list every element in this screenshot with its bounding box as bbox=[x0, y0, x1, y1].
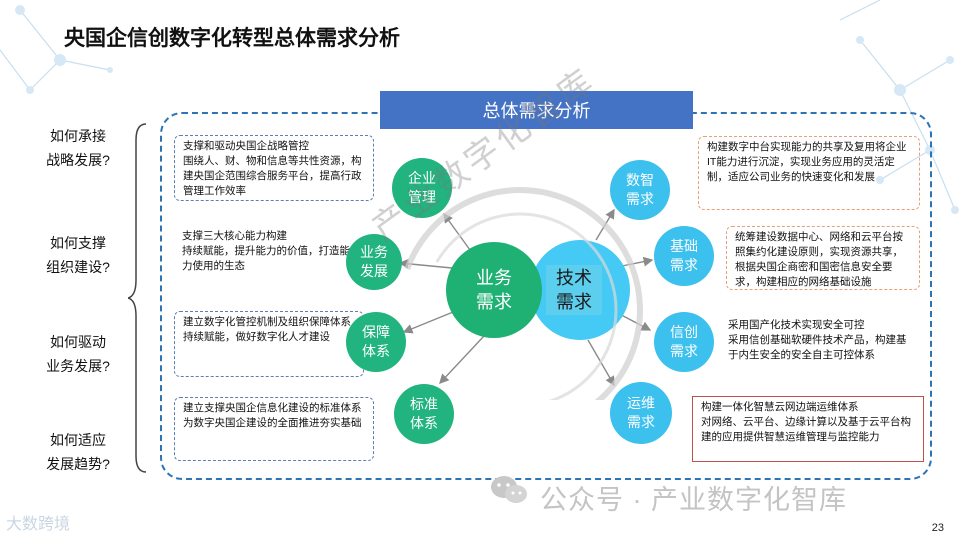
question-strategy: 如何承接 战略发展? bbox=[46, 128, 110, 168]
watermark-seal bbox=[397, 187, 643, 400]
desc-text-xinchuang: 采用国产化技术实现安全可控 采用信创基础软硬件技术产品，构建基于内生安全的安全自… bbox=[728, 319, 907, 361]
desc-box-standards: 建立支撑央国企信息化建设的标准体系 为数字央国企建设的全面推进夯实基础 bbox=[174, 397, 374, 461]
desc-box-digital: 构建数字中台实现能力的共享及复用将企业IT能力进行沉淀，实现业务应用的灵活定制，… bbox=[698, 136, 920, 210]
business-demand-circle: 业务 需求 bbox=[446, 242, 542, 338]
desc-box-operations: 构建一体化智慧云网边端运维体系 对网络、云平台、边缘计算以及基于云平台构建的应用… bbox=[692, 396, 924, 462]
desc-text-standards: 建立支撑央国企信息化建设的标准体系 为数字央国企建设的全面推进夯实基础 bbox=[183, 402, 362, 429]
desc-text-strategy: 支撑和驱动央国企战略管控 围绕人、财、物和信息等共性资源，构建央国企范围综合服务… bbox=[183, 140, 362, 197]
question-trend: 如何适应 发展趋势? bbox=[46, 432, 110, 472]
page-title: 央国企信创数字化转型总体需求分析 bbox=[64, 27, 400, 50]
node-operations-demand: 运维 需求 bbox=[610, 382, 672, 444]
watermark-bottom-text: 公众号 · 产业数字化智库 bbox=[540, 485, 847, 515]
node-assurance-system: 保障 体系 bbox=[346, 312, 406, 372]
left-brace bbox=[128, 123, 147, 473]
brand-logo: 大数跨境 bbox=[6, 516, 71, 533]
desc-box-xinchuang: 采用国产化技术实现安全可控 采用信创基础软硬件技术产品，构建基于内生安全的安全自… bbox=[720, 315, 920, 373]
desc-text-operations: 构建一体化智慧云网边端运维体系 对网络、云平台、边缘计算以及基于云平台构建的应用… bbox=[701, 401, 911, 443]
question-organization: 如何支撑 组织建设? bbox=[46, 235, 110, 275]
overall-demand-header: 总体需求分析 bbox=[380, 91, 693, 129]
desc-text-governance: 建立数字化管控机制及组织保障体系 持续赋能，做好数字化人才建设 bbox=[183, 316, 351, 343]
desc-text-digital: 构建数字中台实现能力的共享及复用将企业IT能力进行沉淀，实现业务应用的灵活定制，… bbox=[707, 141, 907, 183]
node-foundation-demand: 基础 需求 bbox=[654, 226, 714, 286]
wechat-icon bbox=[491, 476, 527, 503]
desc-box-organization: 支撑三大核心能力构建 持续赋能，提升能力的价值，打造能力使用的生态 bbox=[174, 226, 364, 278]
desc-text-infrastructure: 统筹建设数据中心、网络和云平台按照集约化建设原则，实现资源共享，根据央国企商密和… bbox=[735, 231, 903, 288]
tech-demand-panel bbox=[546, 265, 602, 315]
page-number: 23 bbox=[931, 522, 944, 534]
node-xinchuang-demand: 信创 需求 bbox=[654, 312, 714, 372]
desc-text-organization: 支撑三大核心能力构建 持续赋能，提升能力的价值，打造能力使用的生态 bbox=[182, 230, 350, 272]
node-standard-system: 标准 体系 bbox=[394, 384, 454, 444]
tech-demand-label: 技术 需求 bbox=[556, 268, 592, 312]
node-business-development: 业务 发展 bbox=[346, 234, 402, 290]
question-business: 如何驱动 业务发展? bbox=[46, 334, 110, 374]
desc-box-governance: 建立数字化管控机制及组织保障体系 持续赋能，做好数字化人才建设 bbox=[174, 311, 364, 377]
desc-box-infrastructure: 统筹建设数据中心、网络和云平台按照集约化建设原则，实现资源共享，根据央国企商密和… bbox=[726, 226, 920, 290]
node-enterprise-management: 企业 管理 bbox=[392, 158, 452, 218]
node-digital-intelligence-demand: 数智 需求 bbox=[610, 160, 670, 220]
desc-box-strategy: 支撑和驱动央国企战略管控 围绕人、财、物和信息等共性资源，构建央国企范围综合服务… bbox=[174, 135, 374, 201]
